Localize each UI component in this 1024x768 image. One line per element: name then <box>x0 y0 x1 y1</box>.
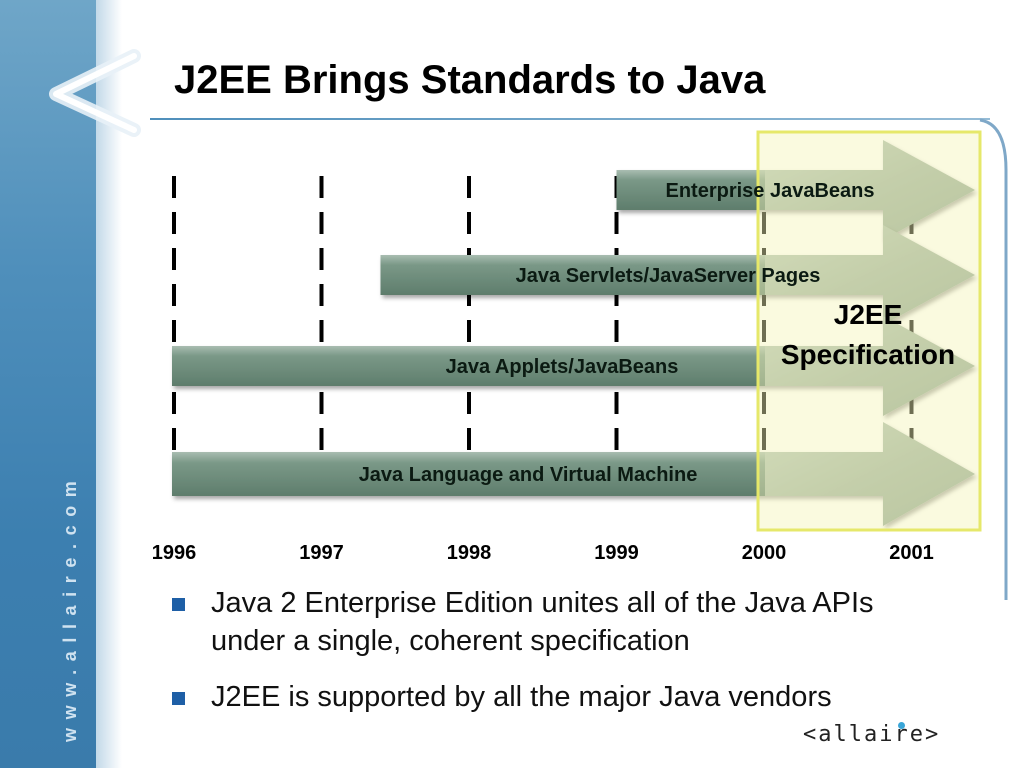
bullet-text: Java 2 Enterprise Edition unites all of … <box>211 587 874 657</box>
bullet-text: J2EE is supported by all the major Java … <box>211 681 832 713</box>
timeline-bar-body <box>616 170 790 210</box>
highlight-label-line2: Specification <box>781 339 955 370</box>
highlight-frame-edge <box>979 118 1008 600</box>
bullet-item: J2EE is supported by all the major Java … <box>172 678 952 716</box>
sidebar <box>0 0 96 768</box>
logo-dot-icon <box>898 722 905 729</box>
timeline-bar-label: Enterprise JavaBeans <box>665 180 874 202</box>
timeline-bar <box>172 422 975 526</box>
timeline-bar-label: Java Applets/JavaBeans <box>446 356 679 378</box>
timeline-arrow-head <box>765 225 975 325</box>
page-title: J2EE Brings Standards to Java <box>174 58 766 102</box>
title-rule <box>150 118 990 120</box>
timeline-arrow-head <box>765 316 975 416</box>
timeline-bar-label: Java Servlets/JavaServer Pages <box>516 265 821 287</box>
year-label: 2000 <box>741 542 787 564</box>
highlight-label-line1: J2EE <box>834 299 903 330</box>
j2ee-highlight-region <box>756 130 982 532</box>
timeline-bar-body <box>380 255 790 295</box>
bullet-square-icon <box>172 598 185 611</box>
bullet-square-icon <box>172 692 185 705</box>
timeline-bar <box>380 225 975 325</box>
year-label: 1996 <box>151 542 197 564</box>
year-label: 2001 <box>889 542 934 564</box>
timeline-bar <box>616 140 975 240</box>
bullet-item: Java 2 Enterprise Edition unites all of … <box>172 584 952 660</box>
timeline-bar-body <box>172 452 790 496</box>
year-label: 1997 <box>299 542 344 564</box>
year-label: 1999 <box>594 542 639 564</box>
timeline-arrow-head <box>765 422 975 526</box>
timeline-bar-label: Java Language and Virtual Machine <box>359 464 698 486</box>
allaire-logo: <allaire> <box>803 722 941 747</box>
year-label: 1998 <box>446 542 492 564</box>
timeline-bar <box>172 316 975 416</box>
timeline-arrow-head <box>765 140 975 240</box>
bracket-logo-icon <box>49 49 141 137</box>
bullet-list: Java 2 Enterprise Edition unites all of … <box>172 584 952 734</box>
timeline-bar-body <box>172 346 790 386</box>
